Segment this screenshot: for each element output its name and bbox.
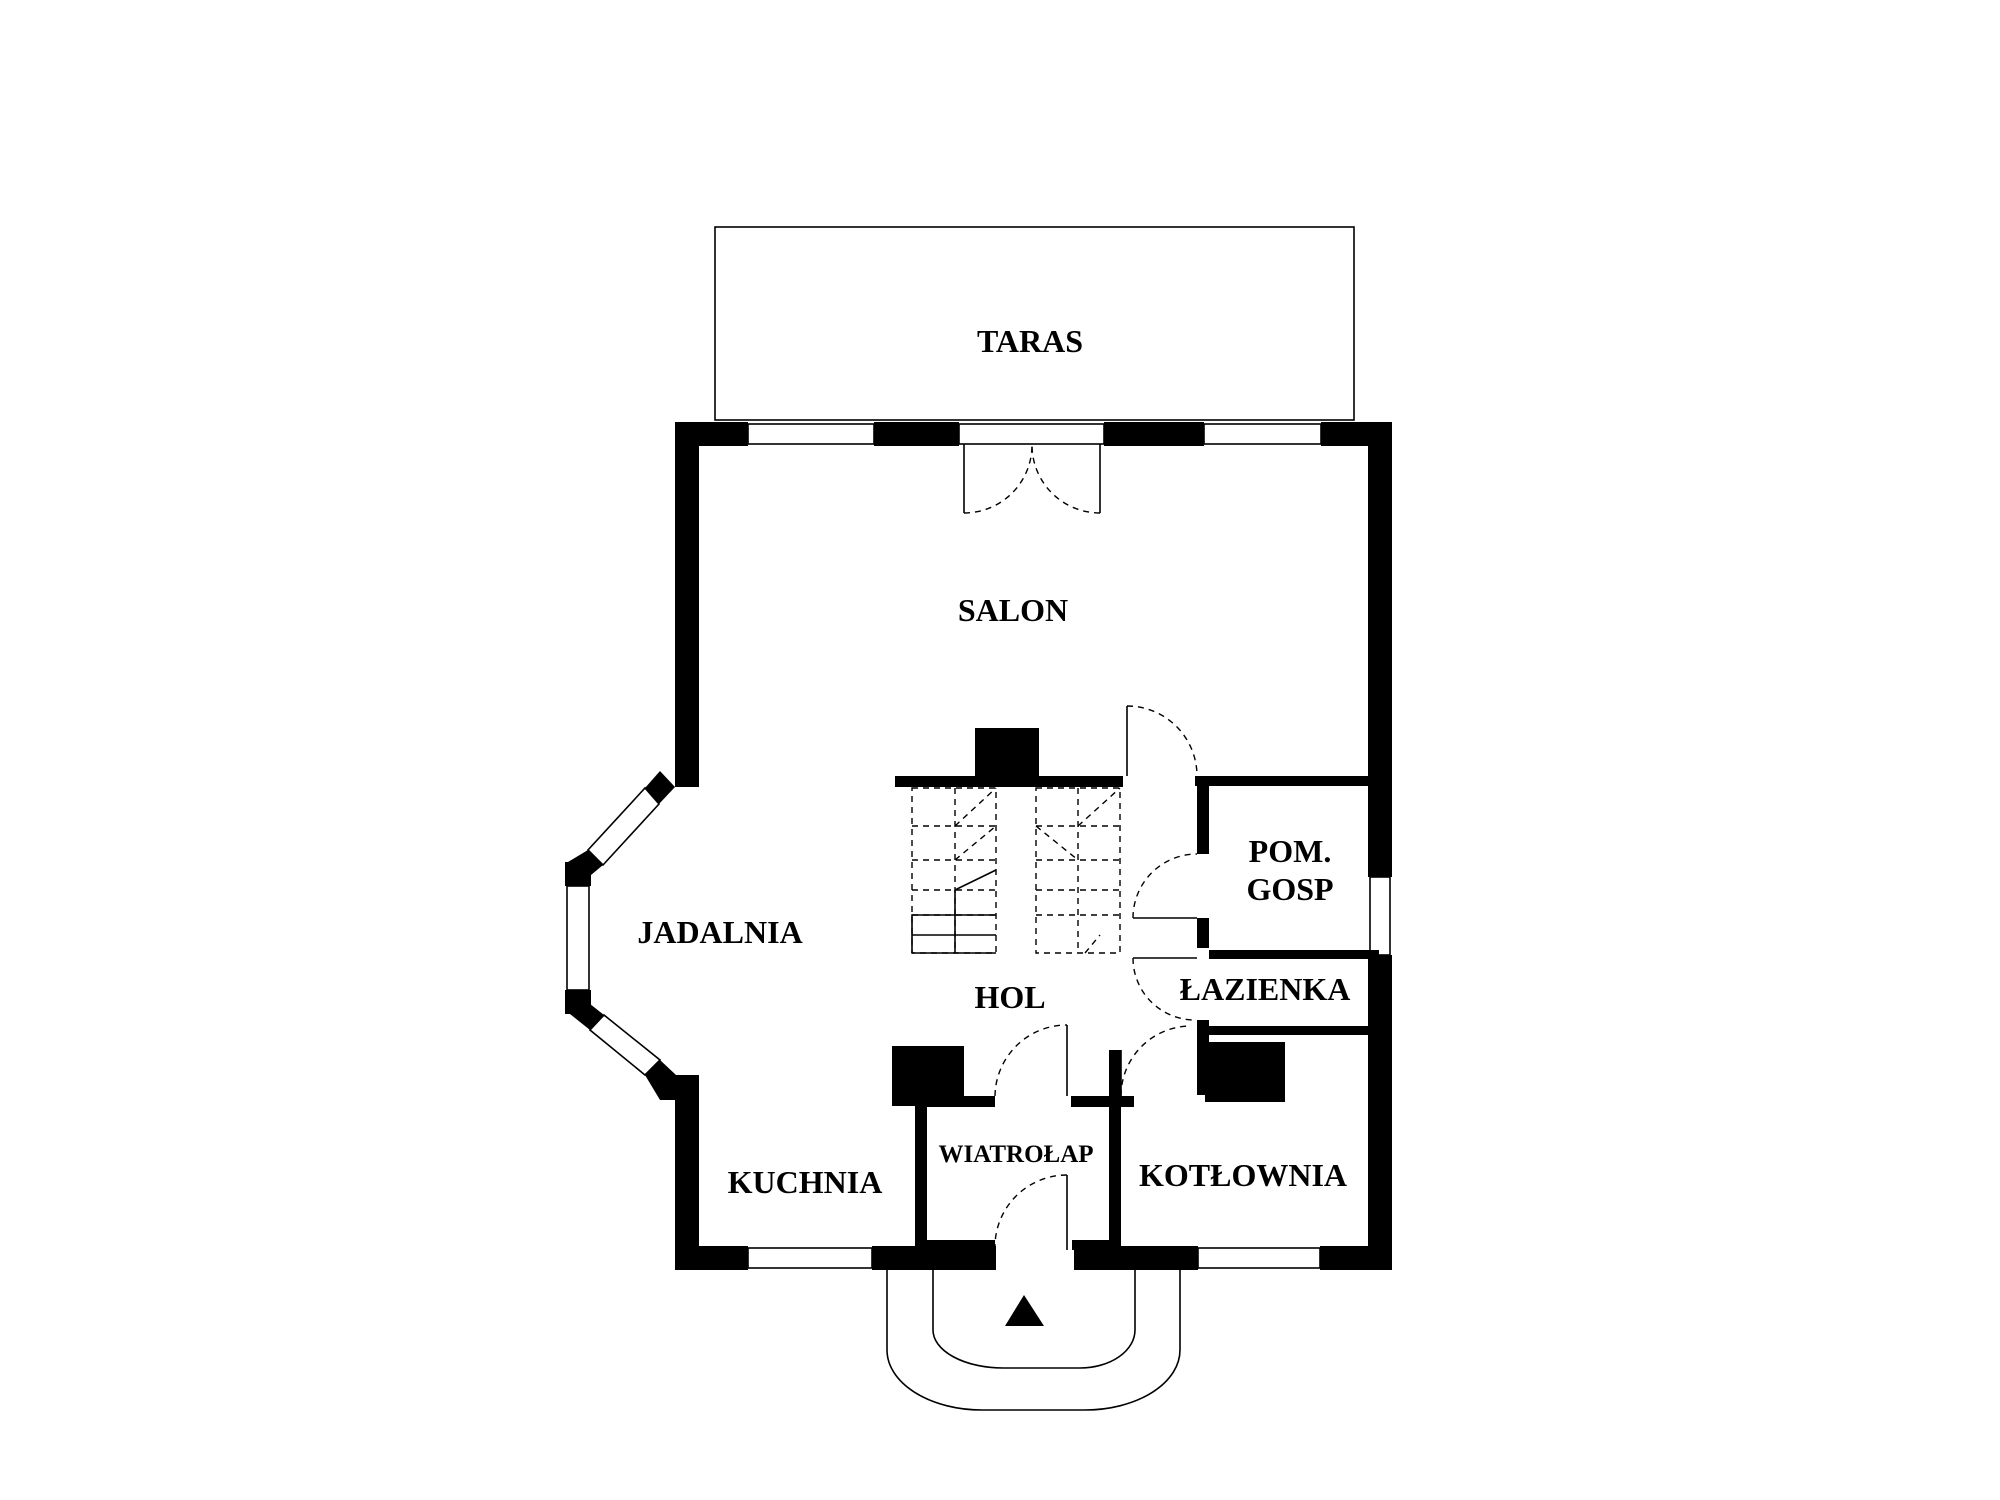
door-lazienka[interactable] bbox=[1132, 957, 1197, 1021]
label-kotlownia: KOTŁOWNIA bbox=[1139, 1157, 1347, 1193]
label-pom-gosp-1: POM. bbox=[1249, 833, 1332, 869]
window-pom-gosp bbox=[1369, 876, 1391, 956]
door-salon-pom[interactable] bbox=[1126, 705, 1198, 777]
label-pom-gosp-2: GOSP bbox=[1246, 871, 1333, 907]
window-salon-right bbox=[1203, 423, 1322, 445]
entrance-arrow-icon bbox=[1005, 1295, 1044, 1326]
window-salon-left bbox=[747, 423, 875, 445]
terrace-door[interactable] bbox=[958, 423, 1105, 514]
door-pom-gosp[interactable] bbox=[1132, 853, 1198, 919]
window-kotlownia bbox=[1197, 1247, 1321, 1269]
window-bay-lower bbox=[588, 1013, 662, 1077]
interior-walls bbox=[892, 728, 1381, 1250]
windows bbox=[566, 423, 1391, 1269]
door-wiatrolap-hol[interactable] bbox=[994, 1024, 1068, 1097]
window-bay-middle bbox=[566, 885, 590, 991]
entrance-steps bbox=[886, 1270, 1181, 1411]
staircase bbox=[911, 787, 1121, 954]
label-kuchnia: KUCHNIA bbox=[728, 1164, 883, 1200]
label-salon: SALON bbox=[958, 592, 1068, 628]
door-kotlownia[interactable] bbox=[1120, 1025, 1191, 1097]
door-entrance[interactable] bbox=[994, 1174, 1068, 1251]
window-bay-upper bbox=[586, 786, 661, 867]
terrace[interactable] bbox=[714, 226, 1355, 421]
window-kuchnia bbox=[747, 1247, 873, 1269]
outer-walls bbox=[565, 422, 1392, 1270]
label-hol: HOL bbox=[974, 979, 1045, 1015]
label-taras: TARAS bbox=[977, 323, 1083, 359]
label-jadalnia: JADALNIA bbox=[637, 914, 802, 950]
label-wiatrolap: WIATROŁAP bbox=[938, 1141, 1093, 1168]
label-lazienka: ŁAZIENKA bbox=[1180, 971, 1351, 1007]
